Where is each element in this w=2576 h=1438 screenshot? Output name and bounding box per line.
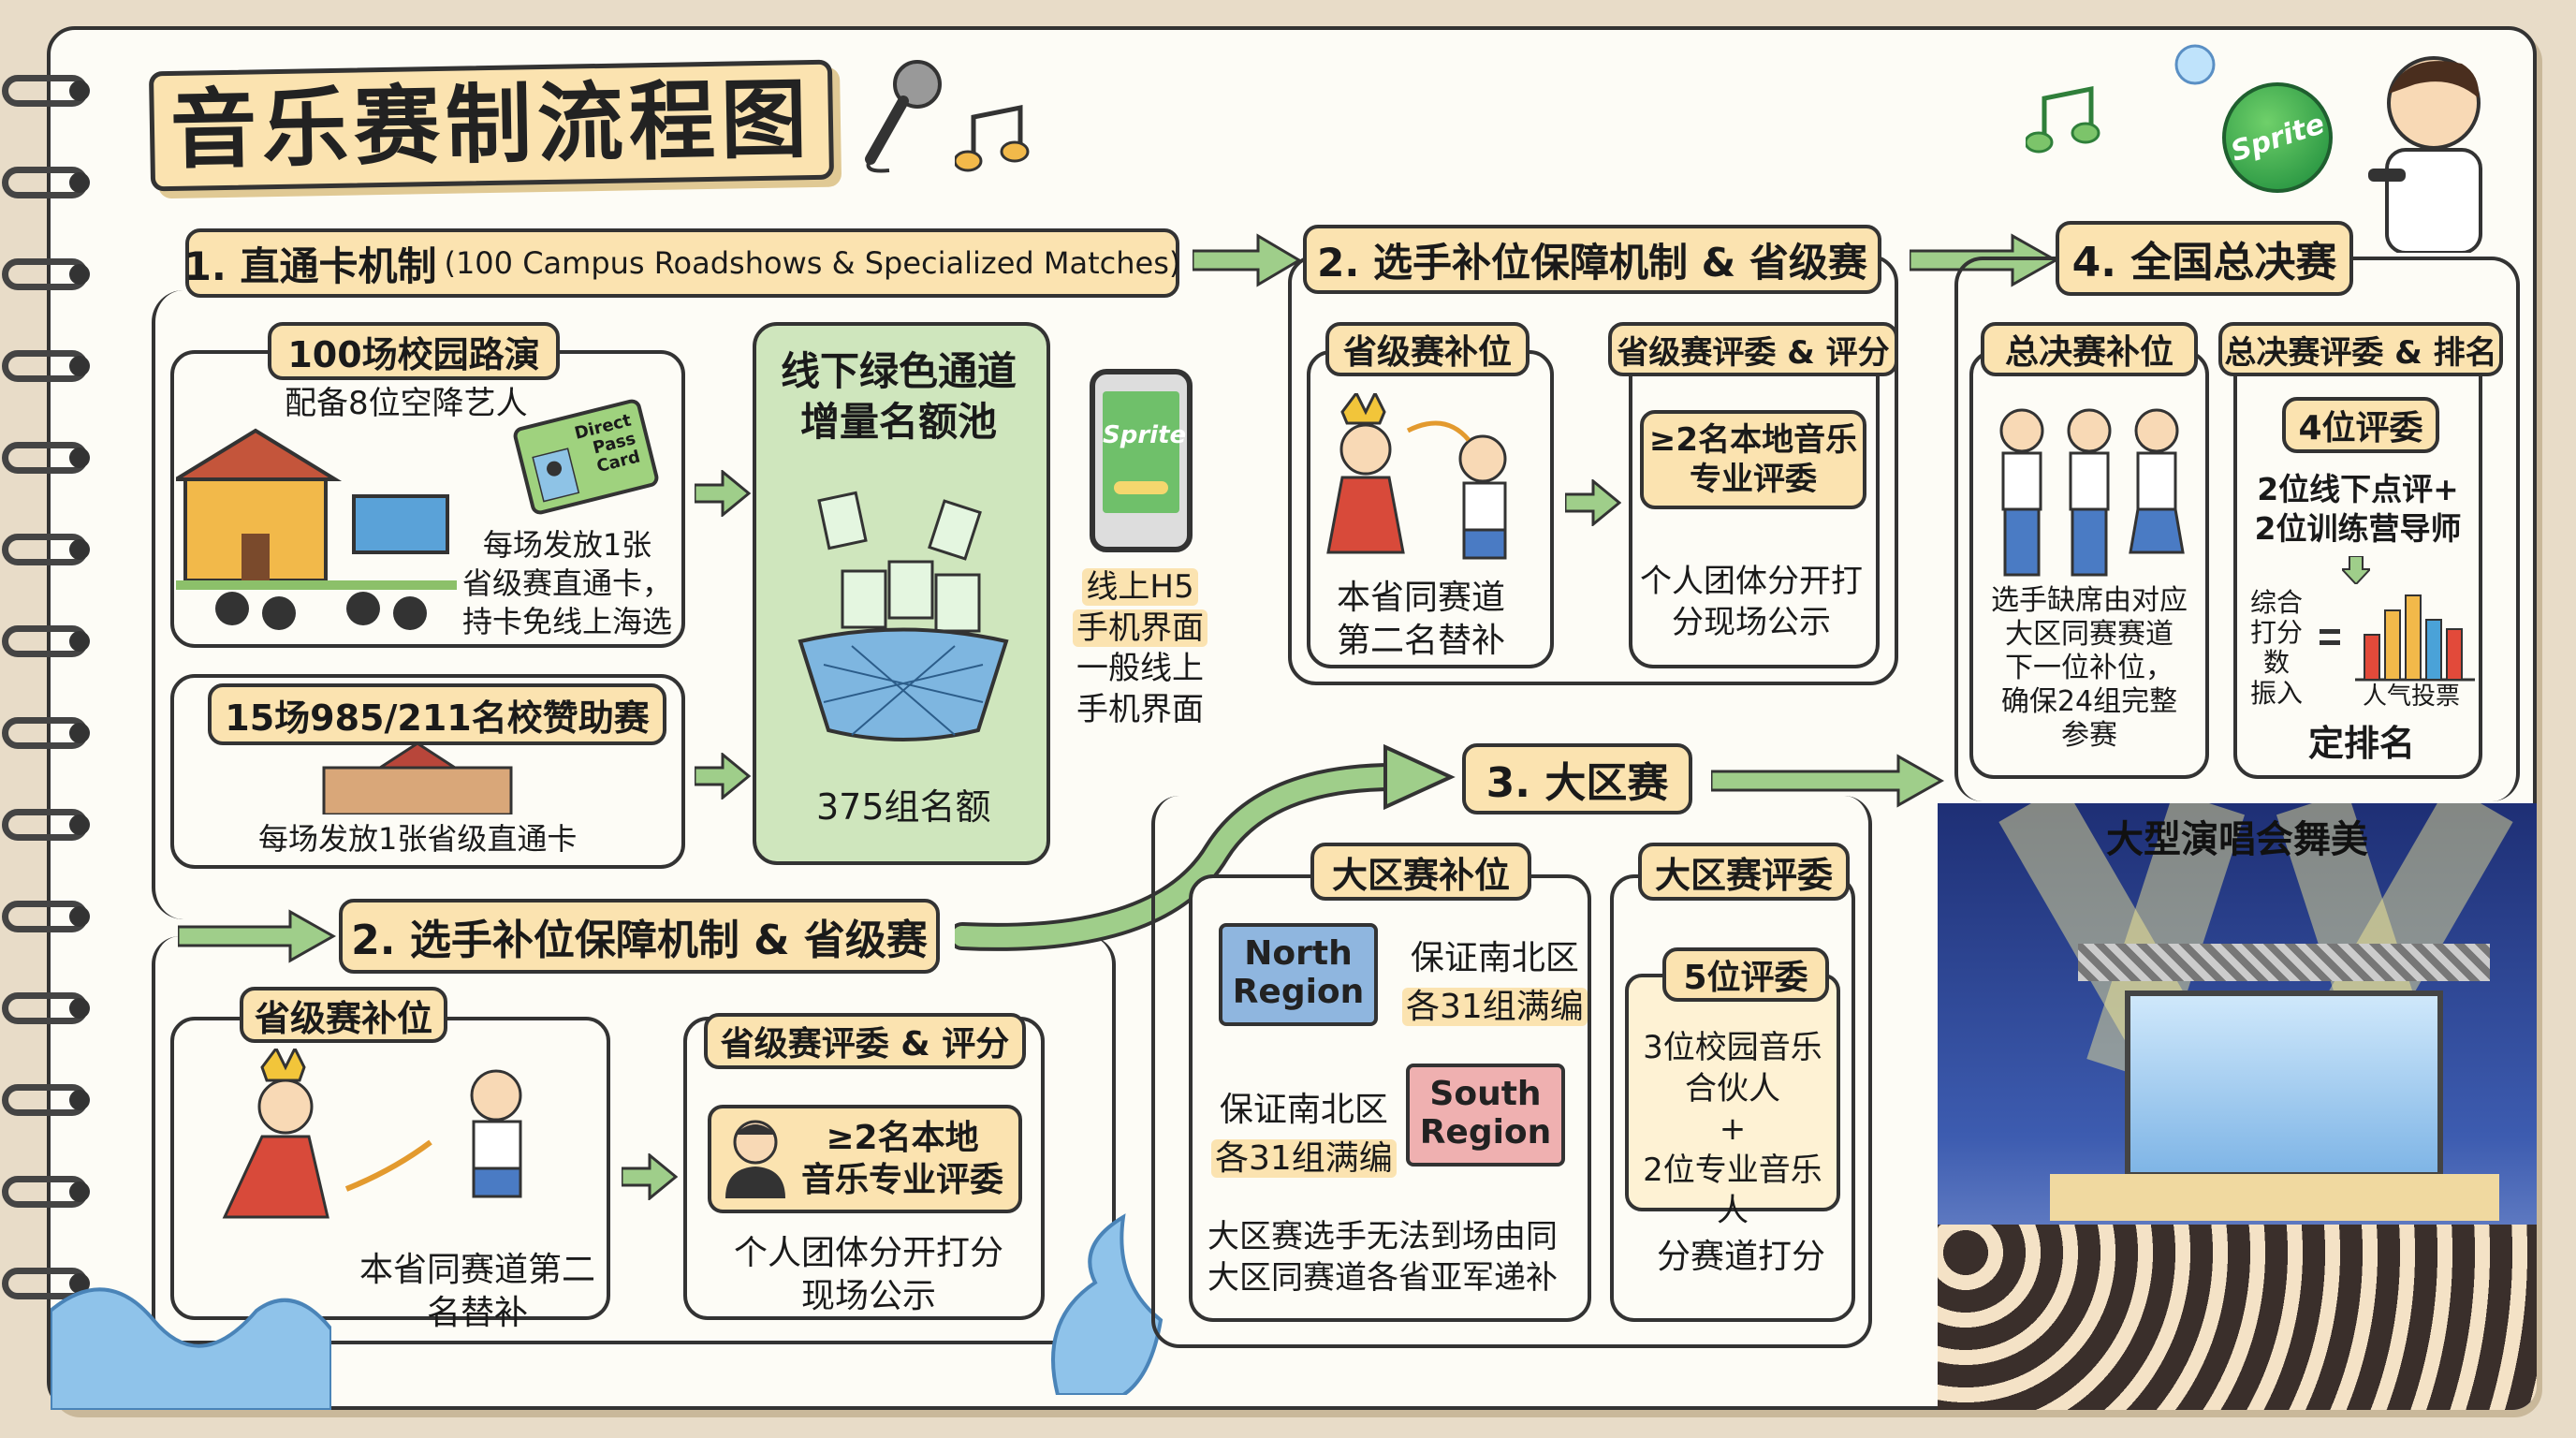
s3-sub-left-desc: 大区赛选手无法到场由同 大区同赛道各省亚军递补 bbox=[1208, 1218, 1558, 1297]
university-building-icon bbox=[322, 741, 513, 814]
person-card-icon bbox=[532, 448, 580, 503]
section2-bottom-header: 2. 选手补位保障机制 & 省级赛 bbox=[339, 899, 940, 974]
section4-header: 4. 全国总决赛 bbox=[2056, 221, 2353, 296]
page-title: 音乐赛制流程图 bbox=[169, 69, 813, 181]
sponsor-desc: 每场发放1张省级直通卡 bbox=[258, 821, 578, 857]
ticket-basket-icon bbox=[798, 491, 1009, 741]
s2t-sub-right-box bbox=[1629, 350, 1880, 668]
arrow-down-icon bbox=[2342, 556, 2370, 584]
s2t-sub-right-title: 省级赛评委 & 评分 bbox=[1608, 322, 1898, 376]
north-region-card: North Region bbox=[1219, 923, 1378, 1026]
concert-stage-illustration bbox=[1938, 803, 2537, 1410]
jumping-kids-icon bbox=[222, 1049, 522, 1219]
s3-sub-left-title: 大区赛补位 bbox=[1310, 843, 1531, 901]
section1-header: 1. 直通卡机制 (100 Campus Roadshows & Special… bbox=[183, 228, 1181, 298]
s2t-sub-right-desc: 个人团体分开打 分现场公示 bbox=[1640, 563, 1863, 641]
s4-formula-left: 综合 打分 数 振入 bbox=[2250, 587, 2304, 709]
s3-judges-inner-box bbox=[1625, 974, 1840, 1211]
s2t-judges: ≥2名本地音乐 专业评委 bbox=[1640, 410, 1866, 509]
arrow-roadshow-to-green bbox=[695, 470, 751, 517]
sponsor-title: 15场985/211名校赞助赛 bbox=[208, 683, 666, 745]
s2b-sub-right-desc: 个人团体分开打分 现场公示 bbox=[734, 1234, 1004, 1316]
s4-sub-left-title: 总决赛补位 bbox=[1981, 322, 2198, 376]
judge-avatar-icon bbox=[725, 1120, 785, 1198]
section2-bottom-frame bbox=[152, 936, 1116, 1344]
s2b-sub-left-desc: 本省同赛道第二 名替补 bbox=[359, 1251, 596, 1333]
s4-judges-lines: 2位线下点评+ 2位训练营导师 bbox=[2254, 471, 2462, 548]
bubble-icon bbox=[2174, 44, 2216, 85]
section1-subtitle: (100 Campus Roadshows & Specialized Matc… bbox=[444, 245, 1181, 281]
section2-top-header: 2. 选手补位保障机制 & 省级赛 bbox=[1303, 225, 1881, 294]
arrow-to-section2-top bbox=[1193, 233, 1302, 287]
green-channel-quota: 375组名额 bbox=[816, 786, 991, 828]
green-channel-title: 线下绿色通道 增量名额池 bbox=[781, 348, 1017, 445]
roadshow-desc: 每场发放1张 省级赛直通卡， 持卡免线上海选 bbox=[462, 527, 673, 639]
music-note-icon bbox=[955, 104, 1030, 172]
arrow-s2t-internal bbox=[1565, 479, 1621, 526]
arrow-section3-to-section4 bbox=[1711, 754, 1945, 808]
s4-sub-right-title: 总决赛评委 & 排名 bbox=[2218, 322, 2503, 376]
performers-trio-icon bbox=[1999, 408, 2185, 577]
s2b-sub-left-title: 省级赛补位 bbox=[240, 987, 447, 1043]
north-guarantee: 保证南北区 各31组满编 bbox=[1402, 934, 1588, 1032]
s2b-sub-right-title: 省级赛评委 & 评分 bbox=[704, 1013, 1026, 1069]
arrow-s2b-internal bbox=[622, 1153, 678, 1200]
water-splash-decoration bbox=[51, 1287, 331, 1410]
green-music-note-icon bbox=[2026, 85, 2100, 154]
section3-frame bbox=[1151, 796, 1872, 1348]
s4-judges-count: 4位评委 bbox=[2282, 397, 2439, 453]
arrow-curve-to-section3 bbox=[955, 743, 1456, 951]
arrow-to-section4 bbox=[1910, 233, 2059, 287]
s3-judges-count: 5位评委 bbox=[1662, 947, 1829, 1002]
microphone-icon bbox=[865, 60, 942, 173]
direct-pass-card: Direct Pass Card bbox=[511, 397, 661, 517]
singing-boy-icon bbox=[2368, 56, 2482, 253]
phone-icon: Sprite bbox=[1090, 369, 1193, 552]
arrow-to-section2-bottom bbox=[178, 909, 337, 963]
sprite-logo: Sprite bbox=[2222, 82, 2333, 193]
water-splash-right bbox=[1051, 1213, 1164, 1395]
roadshow-title: 100场校园路演 bbox=[268, 322, 560, 380]
page-title-card: 音乐赛制流程图 bbox=[148, 59, 835, 192]
south-guarantee: 保证南北区 各31组满编 bbox=[1211, 1086, 1397, 1183]
s2t-sub-left-desc: 本省同赛道 第二名替补 bbox=[1337, 579, 1506, 661]
section1-title: 1. 直通卡机制 bbox=[183, 242, 437, 289]
school-campus-icon bbox=[176, 428, 457, 630]
s3-judges-lines: 3位校园音乐 合伙人 + 2位专业音乐人 bbox=[1643, 1029, 1822, 1230]
arrow-sponsor-to-green bbox=[695, 753, 751, 800]
roadshow-artists: 配备8位空降艺人 bbox=[285, 385, 528, 422]
section3-header: 3. 大区赛 bbox=[1462, 743, 1692, 814]
s4-result: 定排名 bbox=[2308, 723, 2416, 764]
section1-frame bbox=[152, 290, 1032, 919]
hero-kids-icon bbox=[1326, 393, 1507, 560]
s3-sub-right-title: 大区赛评委 bbox=[1638, 843, 1850, 901]
s4-sub-left-desc: 选手缺席由对应 大区同赛赛道 下一位补位， 确保24组完整 参赛 bbox=[1991, 584, 2188, 752]
s3-sub-right-desc: 分赛道打分 bbox=[1657, 1238, 1826, 1276]
equals-bar-chart-icon bbox=[2320, 594, 2475, 682]
s4-formula-right: 人气投票 bbox=[2363, 682, 2461, 711]
online-desc: 线上H5 手机界面 一般线上 手机界面 bbox=[1073, 567, 1208, 730]
stage-title: 大型演唱会舞美 bbox=[2106, 818, 2368, 861]
south-region-card: South Region bbox=[1406, 1064, 1565, 1167]
s2t-sub-left-title: 省级赛补位 bbox=[1325, 322, 1530, 376]
